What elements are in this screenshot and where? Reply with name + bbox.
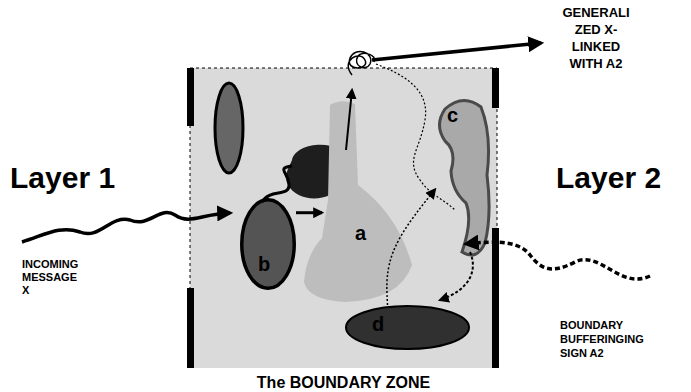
layer-label: Layer 2 xyxy=(556,160,691,196)
message-label: INCOMING MESSAGE X xyxy=(22,258,86,297)
shape-outline xyxy=(345,305,470,350)
boundary-bar xyxy=(187,288,194,368)
shape-fill xyxy=(242,200,295,289)
zone-border xyxy=(190,68,497,368)
region-letter: c xyxy=(447,104,458,127)
output-arrow xyxy=(372,43,541,60)
region-letter: d xyxy=(372,313,384,336)
flow-connector xyxy=(296,211,322,214)
zone-caption: The BOUNDARY ZONE xyxy=(190,374,497,392)
boundary-bar xyxy=(492,228,499,368)
shape-outline xyxy=(240,198,296,290)
shape-fill xyxy=(346,306,469,349)
region-d: d xyxy=(345,305,470,350)
sign-label: BOUNDARY BUFFERINGING SIGN A2 xyxy=(560,318,655,360)
region-c: c xyxy=(435,95,492,258)
shape-outline xyxy=(322,100,412,302)
region-letter: b xyxy=(258,253,270,276)
layer-label: Layer 1 xyxy=(10,160,150,196)
region-a: a xyxy=(322,100,412,302)
region-b: b xyxy=(240,198,296,290)
oval-shape xyxy=(215,83,243,173)
buffering-sign-line xyxy=(466,242,650,279)
shape-fill xyxy=(304,101,412,302)
region-letter: a xyxy=(355,222,366,245)
output-label: GENERALI ZED X- LINKED WITH A2 xyxy=(556,4,636,72)
shape-outline xyxy=(435,95,492,258)
boundary-bar xyxy=(492,68,499,108)
shape-fill xyxy=(440,100,490,255)
boundary-bar xyxy=(187,68,194,126)
